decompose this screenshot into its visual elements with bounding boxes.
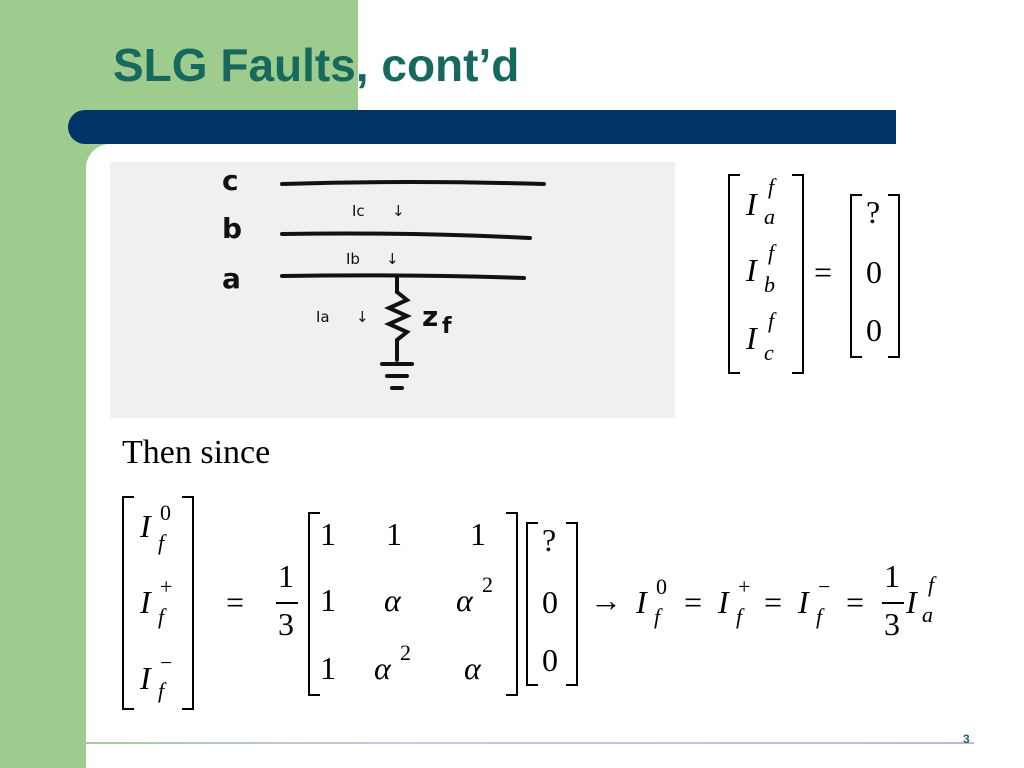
result-frac-num: 1	[884, 558, 900, 594]
phase-b-label: b	[222, 212, 243, 245]
phase-c-label: c	[222, 164, 239, 197]
phase-b-line	[280, 231, 532, 240]
impedance-sub-label: f	[442, 314, 452, 339]
eq1-sub-c: c	[764, 340, 774, 365]
eq1-symbol-a: I	[746, 186, 757, 222]
result-sub-minus: f	[816, 604, 823, 629]
title-bar	[68, 110, 896, 144]
eq1-rhs-right-bracket	[888, 194, 900, 358]
eq2-sup-0: 0	[160, 500, 171, 525]
eq2-sup-minus: −	[160, 650, 173, 675]
eq1-sup-a: f	[768, 174, 775, 199]
fault-diagram: c b a Ic ↓ Ib ↓ Ia ↓ z f	[110, 162, 675, 418]
fault-sketch	[280, 180, 546, 390]
eq1-left-bracket	[728, 174, 740, 374]
eq1-rhs-2: 0	[866, 312, 882, 348]
result-sub-plus: f	[736, 604, 743, 629]
eq1-sub-b: b	[764, 272, 775, 297]
eq2-sub-0: f	[158, 530, 165, 555]
matrix-cell-1-0: 1	[320, 582, 336, 618]
eq2-symbol-minus: I	[140, 660, 151, 696]
matrix-cell-0-0: 1	[320, 516, 336, 552]
matrix-cell-2-1-power: 2	[400, 640, 411, 665]
impedance-label: z	[422, 300, 439, 333]
result-symbol-0: I	[636, 584, 647, 620]
eq2-right-bracket	[182, 496, 194, 710]
eq1-rhs-1: 0	[866, 254, 882, 290]
matrix-cell-1-2-power: 2	[482, 572, 493, 597]
page-number: 3	[963, 732, 970, 746]
result-sup-minus: −	[818, 574, 831, 599]
result-symbol-plus: I	[718, 584, 729, 620]
vector-cell-2: 0	[542, 642, 558, 678]
result-sup-0: 0	[656, 574, 667, 599]
matrix-cell-1-1: α	[384, 582, 401, 618]
fault-resistor	[384, 290, 412, 362]
phase-c-line	[280, 180, 546, 186]
result-sub-0: f	[654, 604, 661, 629]
then-since-text: Then since	[122, 434, 271, 471]
vector-right-bracket	[566, 522, 578, 686]
matrix-cell-2-1: α	[374, 650, 391, 686]
matrix-right-bracket	[506, 512, 518, 696]
eq1-sup-c: f	[768, 308, 775, 333]
result-equals-3: =	[846, 584, 865, 620]
result-symbol-a: I	[906, 584, 917, 620]
matrix-left-bracket	[308, 512, 320, 696]
current-b-arrow-icon: ↓	[386, 250, 399, 268]
eq1-equals: =	[814, 254, 833, 290]
result-sup-a: f	[928, 572, 935, 597]
current-a-label: Ia	[316, 308, 330, 326]
footer-line	[26, 742, 974, 744]
vector-cell-1: 0	[542, 584, 558, 620]
eq2-frac-bar	[276, 602, 298, 604]
eq2-left-bracket	[122, 496, 134, 710]
implies-arrow-icon: →	[590, 582, 622, 618]
vector-cell-0: ?	[542, 522, 557, 558]
eq1-symbol-c: I	[746, 320, 757, 356]
result-sub-a: a	[922, 602, 933, 627]
matrix-cell-2-2: α	[464, 650, 481, 686]
eq1-right-bracket	[792, 174, 804, 374]
phase-a-label: a	[222, 262, 241, 295]
eq2-sub-minus: f	[158, 678, 165, 703]
result-frac-bar	[882, 602, 904, 604]
result-equals-2: =	[764, 584, 783, 620]
result-frac-den: 3	[884, 606, 900, 642]
eq1-sub-a: a	[764, 204, 775, 229]
current-c-arrow-icon: ↓	[392, 202, 405, 220]
eq2-sub-plus: f	[158, 604, 165, 629]
eq2-sup-plus: +	[160, 574, 173, 599]
matrix-cell-2-0: 1	[320, 650, 336, 686]
current-a-arrow-icon: ↓	[356, 308, 369, 326]
slide-title: SLG Faults, cont’d	[113, 39, 520, 91]
matrix-cell-0-1: 1	[386, 516, 402, 552]
eq2-frac-num: 1	[278, 558, 294, 594]
eq2-symbol-plus: I	[140, 584, 151, 620]
eq2-frac-den: 3	[278, 606, 294, 642]
vector-left-bracket	[526, 522, 538, 686]
result-symbol-minus: I	[798, 584, 809, 620]
eq2-equals-1: =	[226, 584, 245, 620]
result-sup-plus: +	[738, 574, 751, 599]
current-c-label: Ic	[352, 202, 365, 220]
phase-a-line	[280, 273, 526, 280]
result-equals-1: =	[684, 584, 703, 620]
eq2-symbol-0: I	[140, 508, 151, 544]
matrix-cell-1-2: α	[456, 582, 473, 618]
current-b-label: Ib	[346, 250, 360, 268]
eq1-rhs-left-bracket	[850, 194, 862, 358]
eq1-rhs-0: ?	[866, 194, 881, 230]
matrix-cell-0-2: 1	[470, 516, 486, 552]
eq1-symbol-b: I	[746, 252, 757, 288]
eq1-sup-b: f	[768, 240, 775, 265]
